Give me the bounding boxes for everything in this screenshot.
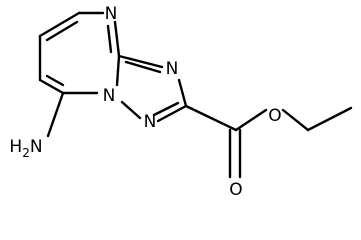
bond-c-fused-n-triazole-upper: [117, 54, 164, 69]
triazole-ring: [117, 54, 188, 123]
bond-o-ether-ch2: [281, 108, 310, 132]
bond-ch2-ch3: [306, 106, 353, 132]
bond-c-amine-nh2: [46, 91, 65, 138]
bond-c-carbonyl-o-ether: [234, 108, 268, 132]
atom-n-triazole-upper: N: [166, 59, 179, 79]
atom-o-carbonyl: O: [229, 180, 242, 200]
bond-inner-c-fused-n-top: [106, 24, 113, 54]
atom-n-bridge: N: [103, 86, 116, 106]
atom-n-ring-top: N: [105, 4, 118, 24]
bond-c-ester-c-carbonyl: [184, 104, 238, 132]
atom-n-triazole-lower: N: [144, 112, 157, 132]
bond-n-triazole-lower-n-bridge: [120, 100, 142, 120]
bond-c-ester-n-triazole-lower: [156, 104, 188, 123]
pyrimidine-ring: [38, 11, 121, 95]
bond-n-triazole-upper-c-ester: [177, 78, 188, 108]
bond-c-lower-left-c-amine: [38, 78, 65, 95]
atom-amine: H2N: [9, 137, 42, 160]
atom-o-ether: O: [268, 106, 281, 126]
bond-c-top-c-upper-left: [38, 11, 81, 38]
bond-inner-c-lower-left-c-amine: [45, 74, 65, 87]
bond-inner-c-fused-n-triazole-upper: [124, 60, 162, 74]
bond-inner-c-ester-n-triazole-lower: [152, 101, 180, 117]
bond-n-bridge-c-fused: [115, 54, 121, 87]
bond-inner-c-top-c-upper-left: [45, 20, 79, 42]
chemical-structure-diagram: N N N N O O H2N: [9, 4, 353, 200]
ethyl-ester-group: [184, 104, 353, 179]
bond-c-fused-n-top: [113, 20, 121, 58]
